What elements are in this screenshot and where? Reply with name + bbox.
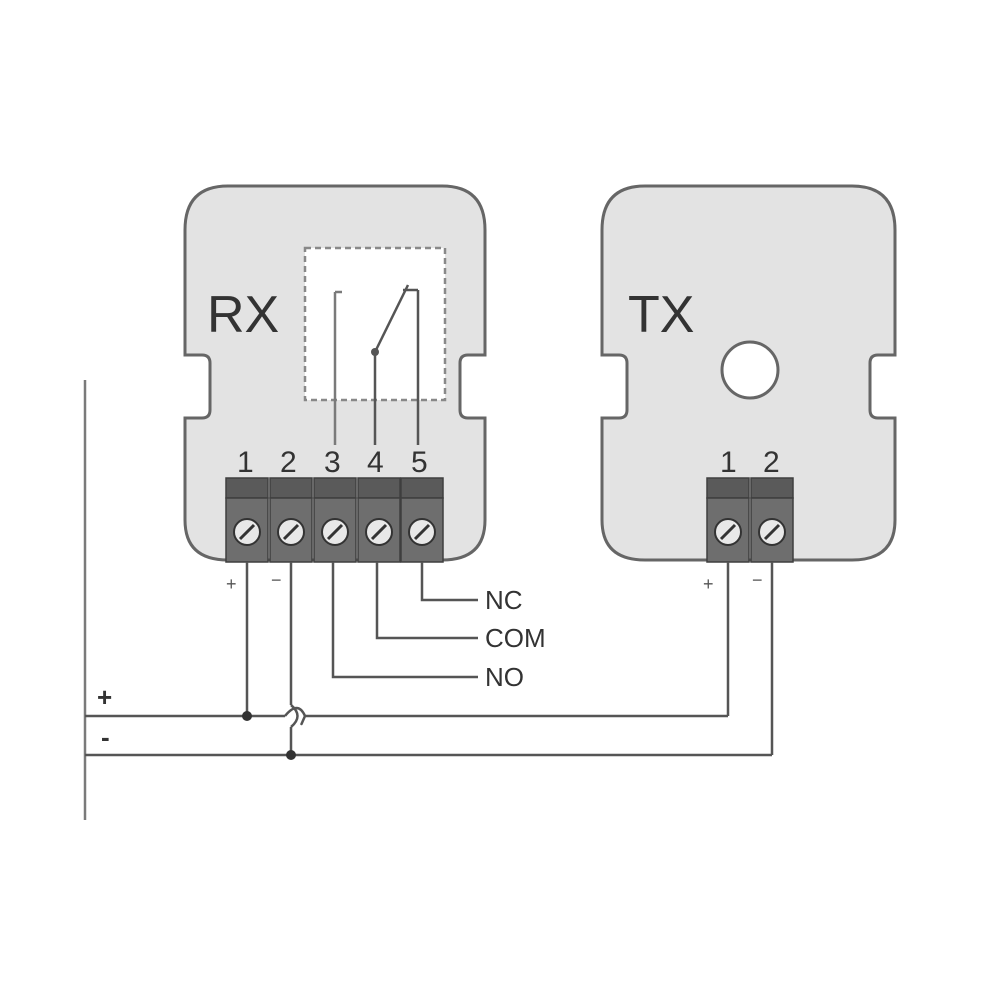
output-label-no: NO [485, 662, 524, 692]
relay-contact-icon [333, 284, 420, 445]
tx-terminal-strip [706, 477, 794, 563]
tx-terminal-2 [750, 477, 794, 563]
rx-terminal-strip [225, 477, 444, 563]
junction-negative [286, 750, 296, 760]
supply-negative-label: - [101, 722, 110, 752]
rx-terminal-number-5: 5 [411, 446, 428, 479]
rx-label: RX [207, 286, 279, 344]
rx-terminal-number-3: 3 [324, 446, 341, 479]
rx-terminal-number-1: 1 [237, 446, 254, 479]
tx-polarity-positive: + [703, 574, 714, 594]
output-label-nc: NC [485, 585, 523, 615]
relay-output-wires [331, 562, 478, 679]
rx-terminal-number-4: 4 [367, 446, 384, 479]
output-label-com: COM [485, 623, 546, 653]
rx-terminal-number-2: 2 [280, 446, 297, 479]
supply-positive-label: + [97, 682, 112, 712]
rx-polarity-positive: + [226, 574, 237, 594]
rx-terminal-1 [225, 477, 269, 563]
junction-positive [242, 711, 252, 721]
tx-terminal-number-1: 1 [720, 446, 737, 479]
rx-terminal-4 [357, 477, 401, 563]
tx-label: TX [628, 286, 694, 344]
tx-terminal-number-2: 2 [763, 446, 780, 479]
rx-polarity-negative: − [271, 570, 282, 590]
tx-lens-icon [720, 340, 780, 400]
tx-terminal-1 [706, 477, 750, 563]
rx-terminal-2 [269, 477, 313, 563]
power-wiring [83, 380, 774, 820]
rx-terminal-5 [400, 477, 444, 563]
rx-terminal-3 [313, 477, 357, 563]
tx-polarity-negative: − [752, 570, 763, 590]
